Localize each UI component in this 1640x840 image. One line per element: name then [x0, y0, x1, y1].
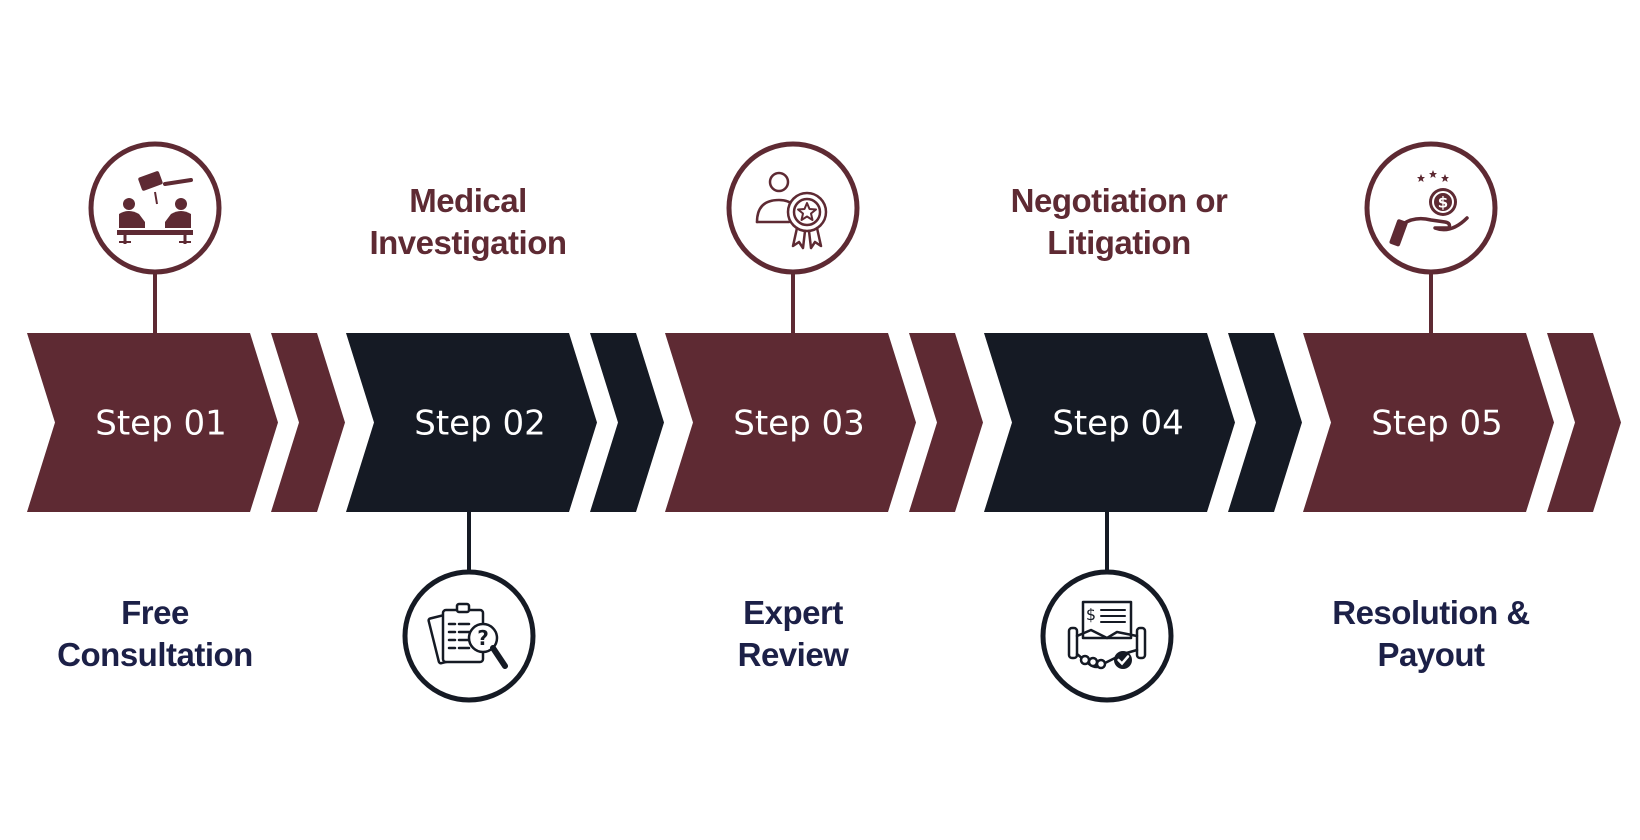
step-label: Step 02: [414, 404, 545, 444]
step-chevron-tail: [909, 333, 983, 512]
step-title-line: Medical: [409, 182, 527, 219]
svg-text:$: $: [1086, 605, 1096, 624]
step-title-line: Free: [121, 594, 189, 631]
step-chevron: [27, 333, 278, 512]
step-chevron: [665, 333, 916, 512]
step-chevron-tail: [271, 333, 345, 512]
step-5: Step 05 $ Resolution & Payout: [1303, 141, 1621, 673]
svg-text:?: ?: [477, 626, 489, 650]
gavel-meeting-icon: [117, 171, 193, 244]
step-label: Step 04: [1052, 404, 1183, 444]
step-label: Step 05: [1371, 404, 1502, 444]
step-chevron-tail: [1228, 333, 1302, 512]
step-title-line: Payout: [1377, 636, 1485, 673]
step-label: Step 03: [733, 404, 864, 444]
step-chevron-tail: [590, 333, 664, 512]
step-title-line: Investigation: [369, 224, 566, 261]
step-chevron: [984, 333, 1235, 512]
step-chevron-tail: [1547, 333, 1621, 512]
clipboard-search-icon: ?: [427, 602, 508, 669]
step-title-line: Review: [738, 636, 850, 673]
step-title-line: Litigation: [1047, 224, 1190, 261]
hand-coin-icon: $: [1389, 170, 1469, 247]
step-chevron: [346, 333, 597, 512]
step-title-line: Resolution &: [1332, 594, 1530, 631]
expert-badge-icon: [755, 171, 828, 250]
icon-circle: [1040, 569, 1174, 703]
step-chevron: [1303, 333, 1554, 512]
step-title-line: Expert: [743, 594, 843, 631]
step-title-line: Negotiation or: [1011, 182, 1228, 219]
step-4: Step 04 $ Negotiation or Litigation: [984, 182, 1302, 703]
step-label: Step 01: [95, 404, 226, 444]
svg-text:$: $: [1438, 194, 1448, 212]
icon-circle: [88, 141, 222, 275]
handshake-check-icon: $: [1067, 600, 1147, 670]
step-title-line: Consultation: [57, 636, 253, 673]
